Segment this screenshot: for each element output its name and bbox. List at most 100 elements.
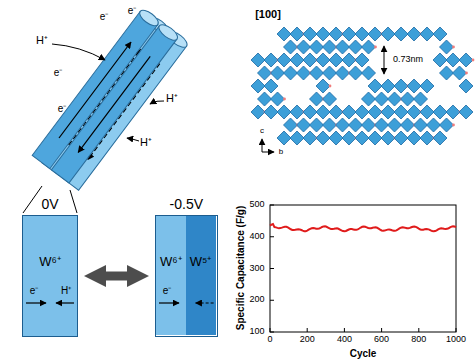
octahedron: [336, 66, 350, 80]
electron-label: e⁻: [128, 5, 137, 16]
octahedron: [446, 53, 460, 67]
octahedron: [290, 131, 304, 145]
reduced-region: W⁵⁺: [186, 216, 216, 335]
octahedron: [368, 131, 382, 145]
octahedron: [381, 105, 395, 119]
ion-label: H⁺: [166, 92, 178, 104]
tick-label: 800: [411, 335, 426, 345]
octahedron: [342, 131, 356, 145]
octahedron: [316, 131, 330, 145]
oxidation-state: W⁶⁺: [160, 252, 182, 270]
tick-label: 400: [249, 232, 264, 242]
ion-label: H⁺: [36, 34, 48, 46]
octahedron: [349, 40, 363, 54]
octahedron: [329, 27, 343, 41]
octahedron: [420, 27, 434, 41]
nanowire-bundle: [32, 7, 189, 190]
octahedron: [362, 40, 376, 54]
octahedron: [271, 66, 285, 80]
octahedron: [310, 92, 324, 106]
octahedron: [433, 105, 447, 119]
octahedron: [329, 53, 343, 67]
octahedron: [342, 105, 356, 119]
octahedron: [323, 66, 337, 80]
octahedron: [420, 79, 434, 93]
octahedron: [407, 131, 421, 145]
tick: [381, 328, 382, 332]
octahedron: [277, 53, 291, 67]
oxygen-atom: [452, 46, 455, 49]
octahedron: [355, 27, 369, 41]
octahedron: [290, 53, 304, 67]
tick: [270, 332, 274, 333]
octahedron: [414, 118, 428, 132]
octahedron: [355, 53, 369, 67]
axis-title: Specific Capacitance (F/g): [235, 206, 246, 330]
octahedron: [251, 105, 265, 119]
octahedron: [368, 79, 382, 93]
octahedron: [375, 92, 389, 106]
electron-arrow: [26, 302, 46, 303]
octahedron: [420, 131, 434, 145]
octahedron: [303, 53, 317, 67]
octahedron: [394, 27, 408, 41]
oxygen-atom: [465, 72, 468, 75]
octahedron: [316, 27, 330, 41]
octahedron: [414, 92, 428, 106]
dimension-label: 0.73nm: [393, 55, 423, 65]
oxygen-atom: [374, 46, 377, 49]
tick-label: 0: [267, 335, 272, 345]
octahedron: [394, 79, 408, 93]
electrode-block: W⁶⁺W⁵⁺-0.5V: [155, 215, 218, 337]
tick-label: 600: [374, 335, 389, 345]
octahedron: [284, 118, 298, 132]
octahedron: [316, 79, 330, 93]
octahedron: [388, 92, 402, 106]
oxygen-atom: [452, 124, 455, 127]
octahedron: [251, 53, 265, 67]
axis-letter: b: [279, 148, 283, 157]
octahedron: [349, 118, 363, 132]
octahedron: [310, 40, 324, 54]
tick-label: 400: [337, 335, 352, 345]
tick: [456, 328, 457, 332]
octahedron: [388, 118, 402, 132]
octahedron: [355, 131, 369, 145]
transition-arrow: [106, 272, 127, 281]
octahedron: [284, 66, 298, 80]
octahedron: [329, 131, 343, 145]
tick: [307, 328, 308, 332]
octahedron: [336, 40, 350, 54]
electron-label: e⁻: [100, 11, 109, 22]
octahedron: [297, 118, 311, 132]
tick-label: 100: [249, 327, 264, 337]
tick-label: 200: [249, 295, 264, 305]
tick: [270, 268, 274, 269]
crystal-structure: [251, 27, 474, 145]
octahedron: [368, 105, 382, 119]
tick: [270, 328, 271, 332]
electron-label: e⁻: [58, 103, 67, 114]
voltage-label: -0.5V: [170, 196, 203, 212]
octahedron: [433, 27, 447, 41]
electron-label: e⁻: [54, 67, 63, 78]
octahedron: [355, 105, 369, 119]
tick-label: 1000: [446, 335, 466, 345]
octahedron: [329, 105, 343, 119]
proton-arrow: [52, 44, 105, 60]
octahedron: [258, 92, 272, 106]
axis-arrow: [262, 152, 274, 153]
octahedron: [362, 118, 376, 132]
octahedron: [401, 118, 415, 132]
octahedron: [440, 66, 454, 80]
octahedron: [303, 131, 317, 145]
octahedron: [290, 105, 304, 119]
octahedron: [316, 105, 330, 119]
tick: [270, 205, 274, 206]
oxidation-state: W⁶⁺: [39, 252, 61, 270]
octahedron: [440, 118, 454, 132]
octahedron: [323, 92, 337, 106]
oxidised-region: W⁶⁺: [156, 216, 186, 335]
